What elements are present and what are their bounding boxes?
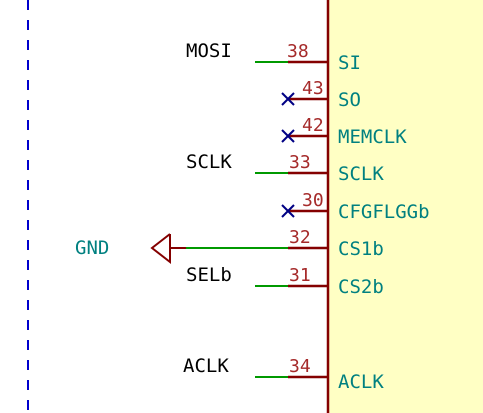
pin-name-aclk: ACLK [338, 371, 384, 393]
pin-name-sclk: SCLK [338, 163, 384, 185]
pin-31-group[interactable]: 31 CS2b SELb [186, 264, 384, 298]
net-label-selb[interactable]: SELb [186, 264, 232, 286]
pin-name-si: SI [338, 52, 361, 74]
component-body[interactable] [326, 0, 483, 413]
no-connect-icon [281, 92, 295, 106]
pin-30-group[interactable]: 30 CFGFLGGb [281, 190, 430, 223]
pin-name-cs2b: CS2b [338, 276, 384, 298]
ground-arrow-icon[interactable] [150, 233, 186, 265]
pin-38-group[interactable]: 38 SI MOSI [186, 40, 361, 74]
pin-number-34: 34 [289, 356, 311, 377]
pin-34-group[interactable]: 34 ACLK ACLK [183, 355, 384, 393]
net-label-sclk[interactable]: SCLK [186, 151, 232, 173]
pin-number-38: 38 [287, 41, 309, 62]
pin-number-31: 31 [289, 265, 311, 286]
pin-number-43: 43 [302, 78, 324, 99]
pin-name-memclk: MEMCLK [338, 126, 407, 148]
pin-number-33: 33 [289, 152, 311, 173]
net-label-mosi[interactable]: MOSI [186, 40, 232, 62]
pin-number-30: 30 [302, 190, 324, 211]
pin-42-group[interactable]: 42 MEMCLK [281, 115, 407, 148]
net-label-aclk[interactable]: ACLK [183, 355, 229, 377]
pin-number-42: 42 [302, 115, 324, 136]
pin-name-cs1b: CS1b [338, 238, 384, 260]
no-connect-icon [281, 129, 295, 143]
pin-name-cfgflggb: CFGFLGGb [338, 201, 430, 223]
pin-number-32: 32 [289, 227, 311, 248]
pin-name-so: SO [338, 89, 361, 111]
power-label-gnd[interactable]: GND [75, 237, 109, 259]
pin-33-group[interactable]: 33 SCLK SCLK [186, 151, 384, 185]
pin-32-group[interactable]: 32 CS1b GND [75, 227, 384, 265]
no-connect-icon [281, 204, 295, 218]
pin-43-group[interactable]: 43 SO [281, 78, 361, 111]
